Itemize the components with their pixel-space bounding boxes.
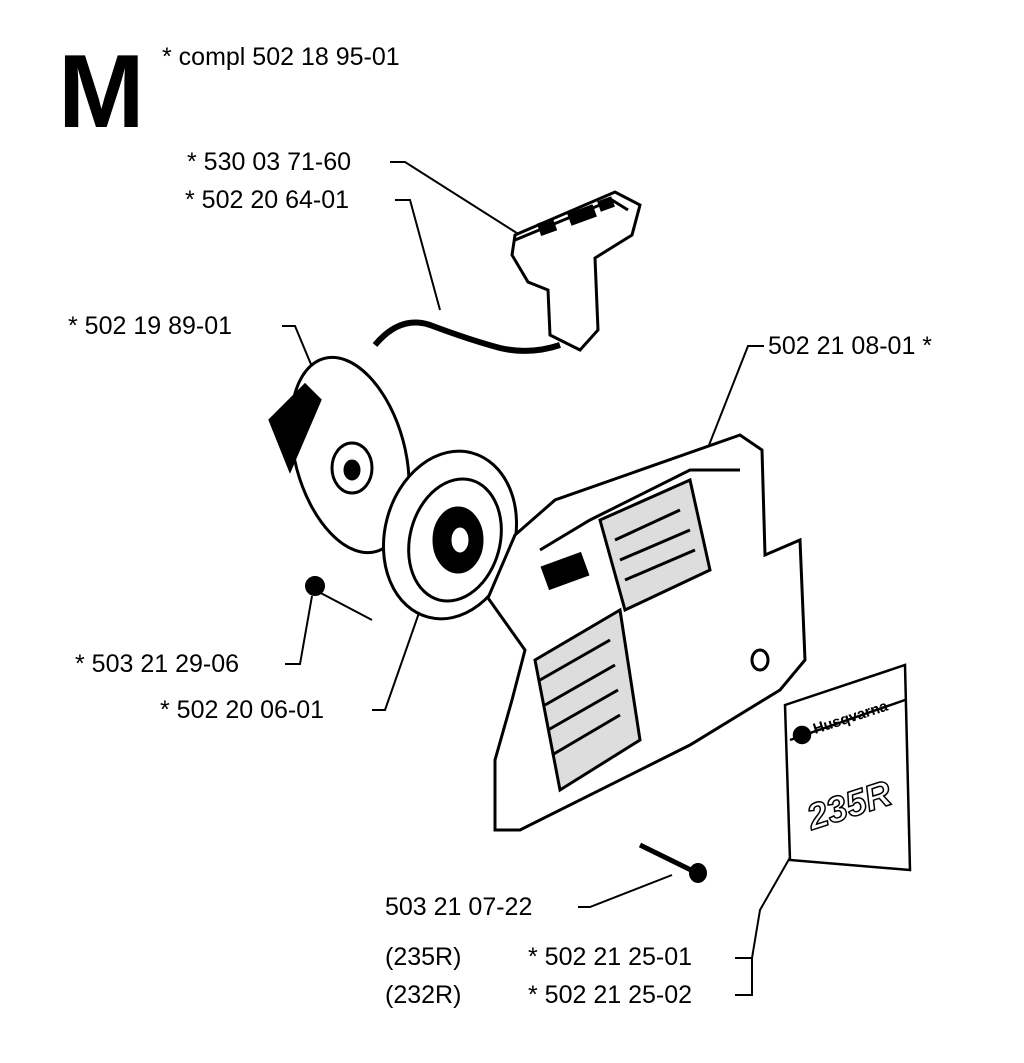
label-cover: 502 21 08-01 * xyxy=(768,332,933,360)
leader-cord xyxy=(395,199,441,311)
small-screw-icon xyxy=(305,576,373,621)
starter-cover-icon xyxy=(486,433,807,832)
label-handle: * 530 03 71-60 xyxy=(187,148,352,176)
starter-cord-icon xyxy=(372,319,561,354)
leader-cover-screw xyxy=(578,874,673,908)
leader-handle xyxy=(390,161,521,236)
label-pulley: * 502 20 06-01 xyxy=(160,696,325,724)
spring-cassette-icon xyxy=(268,355,411,555)
decal-model-232: (232R) xyxy=(385,981,462,1009)
complete-set-label: * compl 502 18 95-01 xyxy=(162,43,400,71)
pulley-icon xyxy=(381,449,519,621)
label-spring-cassette: * 502 19 89-01 xyxy=(68,312,233,340)
leader-decal-2 xyxy=(735,958,753,996)
label-cord: * 502 20 64-01 xyxy=(185,186,350,214)
cover-screw-icon xyxy=(638,842,707,883)
leader-decal xyxy=(735,839,801,959)
decal-icon xyxy=(783,663,912,872)
decal-part-235: * 502 21 25-01 xyxy=(528,943,693,971)
leader-cover xyxy=(699,345,764,469)
section-letter: M xyxy=(58,34,145,150)
leader-screw-small xyxy=(285,595,313,665)
decal-model-235: (235R) xyxy=(385,943,462,971)
decal-part-232: * 502 21 25-02 xyxy=(528,981,693,1009)
starter-handle-icon xyxy=(510,190,642,352)
label-small-screw: * 503 21 29-06 xyxy=(75,650,240,678)
label-cover-screw: 503 21 07-22 xyxy=(385,893,533,921)
leader-pulley xyxy=(372,609,421,711)
